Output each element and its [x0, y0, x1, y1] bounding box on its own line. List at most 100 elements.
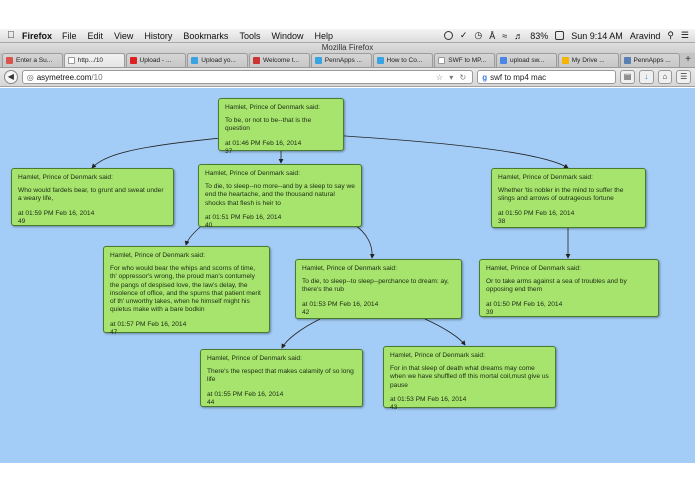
- favicon-icon: [191, 57, 199, 64]
- favicon-icon: [6, 57, 13, 64]
- do-not-disturb-icon[interactable]: [443, 31, 453, 40]
- node-text: To be, or not to be--that is the questio…: [225, 117, 312, 133]
- battery-percent[interactable]: 83%: [530, 30, 549, 41]
- bottom-margin: [0, 463, 695, 494]
- volume-icon[interactable]: ♬: [514, 30, 524, 41]
- node-time: at 01:53 PM Feb 16, 2014: [302, 300, 379, 308]
- url-bar[interactable]: ◎ asymetree.com/10 ☆ ▾ ↻: [21, 70, 474, 84]
- node-text: To die, to sleep--no more--and by a slee…: [205, 183, 355, 207]
- tab-2[interactable]: Upload - ...: [125, 53, 187, 67]
- clock-text[interactable]: Sun 9:14 AM: [571, 30, 623, 41]
- apple-icon[interactable]: : [0, 30, 22, 41]
- tree-node-47[interactable]: Hamlet, Prince of Denmark said: For who …: [103, 246, 270, 336]
- page-content: Hamlet, Prince of Denmark said: To be, o…: [0, 88, 695, 463]
- favicon-icon: [314, 57, 322, 64]
- app-menu[interactable]: Firefox: [22, 30, 53, 41]
- tree-node-37[interactable]: Hamlet, Prince of Denmark said: To be, o…: [218, 98, 344, 155]
- tab-5[interactable]: PennApps ...: [310, 53, 372, 67]
- url-host: asymetree.com: [36, 72, 92, 82]
- battery-icon[interactable]: [555, 31, 565, 40]
- url-path: /10: [91, 72, 103, 82]
- node-number: 42: [302, 308, 310, 316]
- node-time: at 01:53 PM Feb 16, 2014: [390, 395, 467, 403]
- tab-1[interactable]: http.../10: [63, 53, 125, 67]
- node-speaker: Hamlet, Prince of Denmark said:: [207, 355, 302, 362]
- node-text: For who would bear the whips and scorns …: [110, 265, 261, 314]
- node-number: 43: [390, 404, 398, 412]
- node-speaker: Hamlet, Prince of Denmark said:: [225, 104, 320, 111]
- node-text: Who would fardels bear, to grunt and swe…: [18, 187, 164, 203]
- edge-42-43: [424, 318, 466, 346]
- node-speaker: Hamlet, Prince of Denmark said:: [110, 252, 205, 259]
- menu-edit[interactable]: Edit: [87, 30, 104, 41]
- node-speaker: Hamlet, Prince of Denmark said:: [18, 174, 113, 181]
- back-button[interactable]: ◀: [4, 70, 18, 84]
- checkmark-icon[interactable]: ✓: [459, 30, 468, 40]
- tab-label: PennApps ...: [633, 57, 671, 64]
- search-icon[interactable]: ⚲: [667, 30, 674, 40]
- node-text: Or to take arms against a sea of trouble…: [486, 278, 627, 294]
- edge-42-44: [281, 318, 321, 349]
- tree-node-49[interactable]: Hamlet, Prince of Denmark said: Who woul…: [11, 168, 174, 226]
- node-number: 37: [225, 147, 233, 155]
- tab-label: Upload yo...: [201, 57, 236, 64]
- bluetooth-icon[interactable]: Å: [489, 30, 496, 41]
- menu-view[interactable]: View: [114, 30, 134, 41]
- tab-0[interactable]: Enter a Su...: [2, 53, 63, 67]
- list-icon[interactable]: ☰: [680, 30, 689, 40]
- tab-6[interactable]: How to Co...: [372, 53, 434, 67]
- tab-3[interactable]: Upload yo...: [187, 53, 248, 67]
- google-icon: g: [482, 72, 488, 82]
- tab-4[interactable]: Welcome t...: [249, 53, 310, 67]
- tab-9[interactable]: My Drive ...: [557, 53, 619, 67]
- edge-40-42: [351, 222, 375, 259]
- tab-10[interactable]: PennApps ...: [619, 53, 681, 67]
- tab-7[interactable]: SWF to MP...: [434, 53, 495, 67]
- node-time: at 01:50 PM Feb 16, 2014: [486, 300, 563, 308]
- clock-icon[interactable]: ◷: [474, 30, 483, 40]
- menu-window[interactable]: Window: [271, 30, 304, 41]
- tab-8[interactable]: upload sw...: [496, 53, 557, 67]
- favicon-icon: [561, 57, 569, 64]
- node-speaker: Hamlet, Prince of Denmark said:: [205, 170, 300, 177]
- menu-button[interactable]: ☰: [676, 70, 691, 84]
- home-button[interactable]: ⌂: [657, 70, 673, 84]
- menu-tools[interactable]: Tools: [239, 30, 261, 41]
- favicon-icon: [438, 57, 446, 64]
- tree-node-40[interactable]: Hamlet, Prince of Denmark said: To die, …: [198, 164, 362, 229]
- tree-node-42[interactable]: Hamlet, Prince of Denmark said: To die, …: [295, 259, 462, 319]
- menu-help[interactable]: Help: [314, 30, 333, 41]
- download-button[interactable]: ↓: [638, 70, 654, 84]
- node-number: 47: [110, 328, 118, 336]
- node-time: at 01:51 PM Feb 16, 2014: [205, 213, 282, 221]
- tree-node-43[interactable]: Hamlet, Prince of Denmark said: For in t…: [383, 346, 556, 411]
- tab-label: Upload - ...: [139, 57, 172, 64]
- tab-label: Welcome t...: [263, 57, 300, 64]
- node-time: at 01:59 PM Feb 16, 2014: [18, 209, 95, 217]
- tab-label: How to Co...: [386, 57, 423, 64]
- node-speaker: Hamlet, Prince of Denmark said:: [486, 265, 581, 272]
- window-title: Mozilla Firefox: [0, 43, 695, 53]
- tree-node-38[interactable]: Hamlet, Prince of Denmark said: Whether …: [491, 168, 646, 228]
- menu-file[interactable]: File: [62, 30, 77, 41]
- menu-history[interactable]: History: [144, 30, 173, 41]
- favicon-icon: [253, 57, 260, 64]
- reload-icon[interactable]: ☆ ▾ ↻: [435, 72, 469, 82]
- node-number: 39: [486, 308, 494, 316]
- bookmarks-button[interactable]: ▤: [620, 70, 635, 84]
- status-area: ✓ ◷ Å ≈ ♬ 83% Sun 9:14 AM Aravind ⚲ ☰: [443, 30, 695, 41]
- tab-label: Enter a Su...: [16, 57, 53, 64]
- menu-bookmarks[interactable]: Bookmarks: [183, 30, 229, 41]
- wifi-icon[interactable]: ≈: [502, 30, 508, 41]
- menu-bar:  Firefox File Edit View History Bookmar…: [0, 29, 695, 43]
- node-speaker: Hamlet, Prince of Denmark said:: [302, 265, 397, 272]
- node-text: Whether 'tis nobler in the mind to suffe…: [498, 187, 624, 203]
- tab-label: upload sw...: [510, 57, 545, 64]
- new-tab-button[interactable]: +: [685, 54, 691, 65]
- favicon-icon: [376, 57, 384, 64]
- tree-node-44[interactable]: Hamlet, Prince of Denmark said: There's …: [200, 349, 363, 407]
- user-name[interactable]: Aravind: [629, 30, 661, 41]
- tree-node-39[interactable]: Hamlet, Prince of Denmark said: Or to ta…: [479, 259, 659, 317]
- search-value: swf to mp4 mac: [490, 72, 547, 82]
